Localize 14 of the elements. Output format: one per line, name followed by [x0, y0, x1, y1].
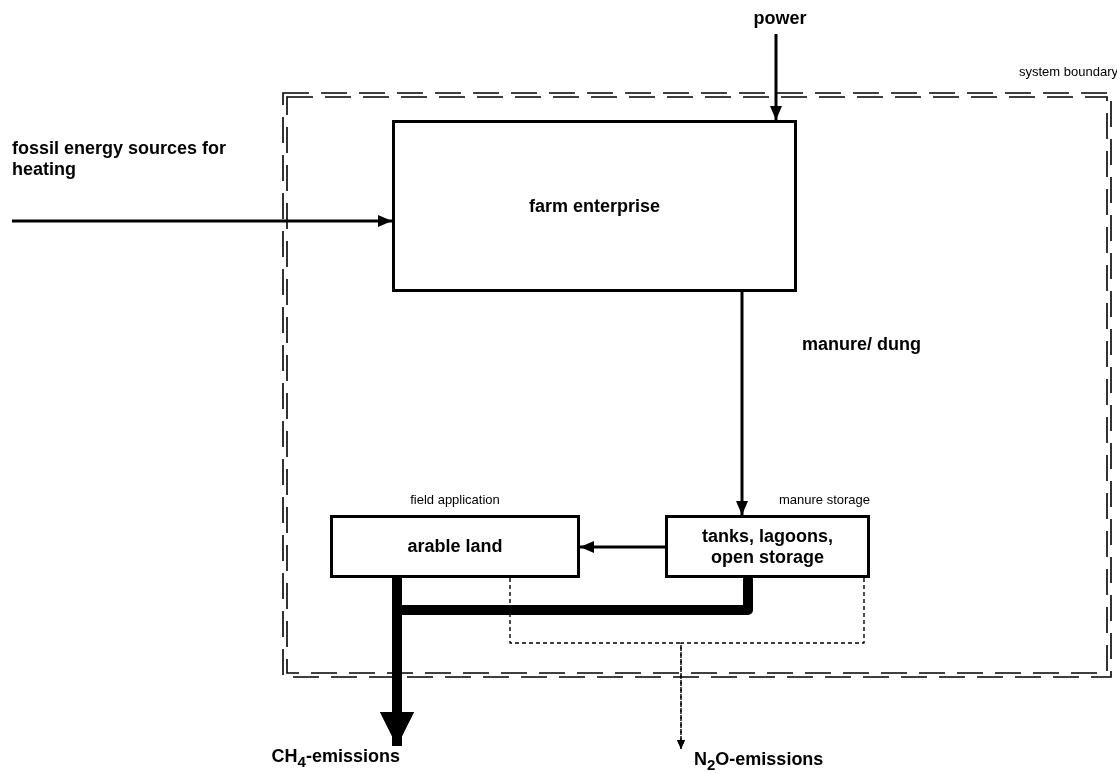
- flow-label: N$_{2}$O-emissions: [672, 749, 872, 774]
- box-heading: field application: [409, 492, 501, 507]
- arrow: [736, 292, 748, 515]
- arrow: [580, 541, 665, 553]
- box-label: arable land: [407, 536, 503, 557]
- flow-label: power: [750, 8, 810, 34]
- arrow: [12, 215, 392, 227]
- box-label: farm enterprise: [528, 195, 661, 217]
- box-heading: manure storage: [777, 492, 870, 507]
- arrow: [770, 34, 782, 120]
- flow-label: CH$_{4}$-emissions: [200, 746, 400, 772]
- arrow: [677, 577, 865, 750]
- box-label: tanks, lagoons, open storage: [701, 525, 834, 568]
- flow-label: fossil energy sources for heating: [12, 138, 272, 222]
